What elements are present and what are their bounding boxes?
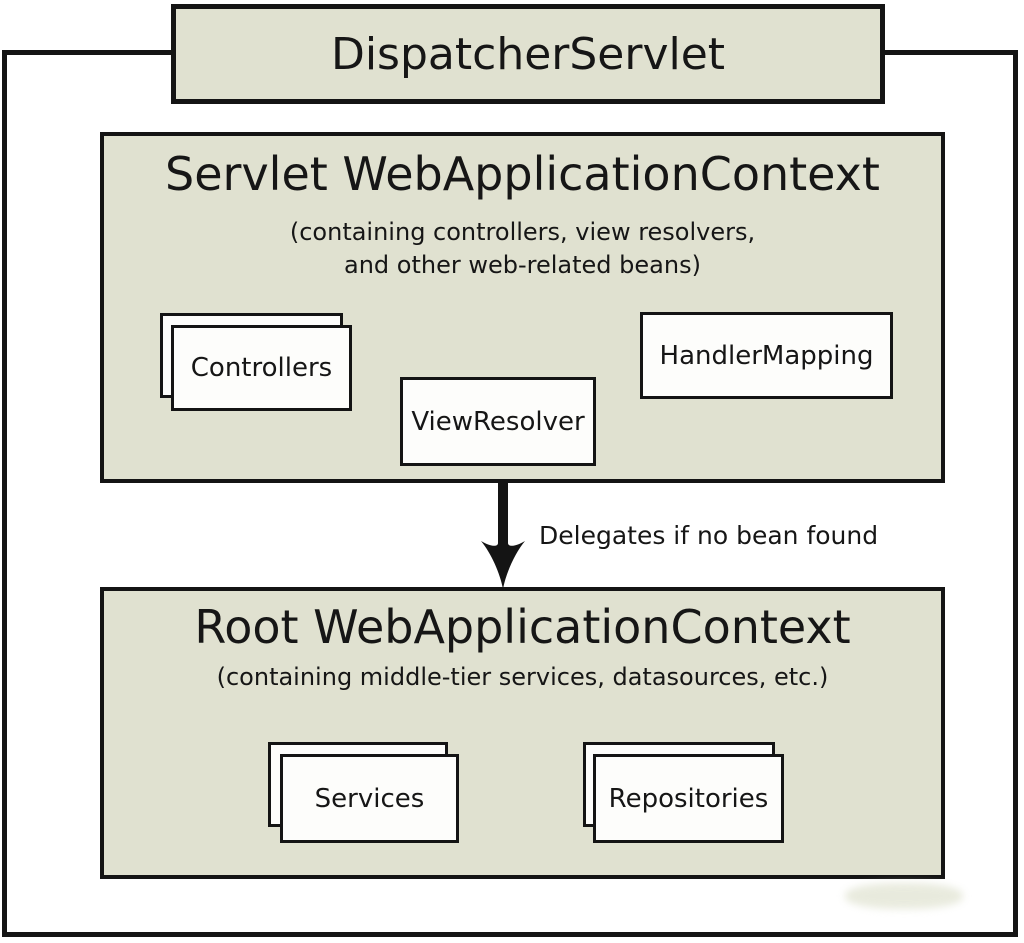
servlet-context-subtitle-line2: and other web-related beans) — [344, 251, 701, 279]
controllers-label: Controllers — [190, 353, 333, 383]
dispatcherservlet-label: DispatcherServlet — [330, 28, 726, 80]
root-context-subtitle: (containing middle-tier services, dataso… — [216, 663, 829, 691]
controllers-box: Controllers — [160, 313, 355, 413]
services-box-front-sheet: Services — [280, 754, 459, 843]
viewresolver-label: ViewResolver — [411, 406, 585, 437]
root-context-title: Root WebApplicationContext — [194, 600, 851, 654]
repositories-label: Repositories — [608, 783, 769, 814]
controllers-box-front-sheet: Controllers — [171, 325, 352, 411]
services-label: Services — [314, 783, 425, 814]
handlermapping-box: HandlerMapping — [640, 312, 893, 399]
repositories-box: Repositories — [583, 742, 785, 844]
root-webapplicationcontext-box: Root WebApplicationContext (containing m… — [100, 587, 945, 879]
delegates-arrow-label: Delegates if no bean found — [539, 521, 879, 550]
services-box: Services — [268, 742, 460, 844]
servlet-context-title: Servlet WebApplicationContext — [165, 147, 880, 201]
servlet-context-subtitle-line1: (containing controllers, view resolvers, — [289, 218, 756, 246]
handlermapping-label: HandlerMapping — [659, 340, 874, 371]
watermark-smudge — [845, 883, 963, 909]
delegates-arrow-icon — [481, 482, 525, 589]
repositories-box-front-sheet: Repositories — [593, 754, 784, 843]
viewresolver-box: ViewResolver — [400, 377, 596, 466]
dispatcherservlet-box: DispatcherServlet — [171, 4, 885, 104]
